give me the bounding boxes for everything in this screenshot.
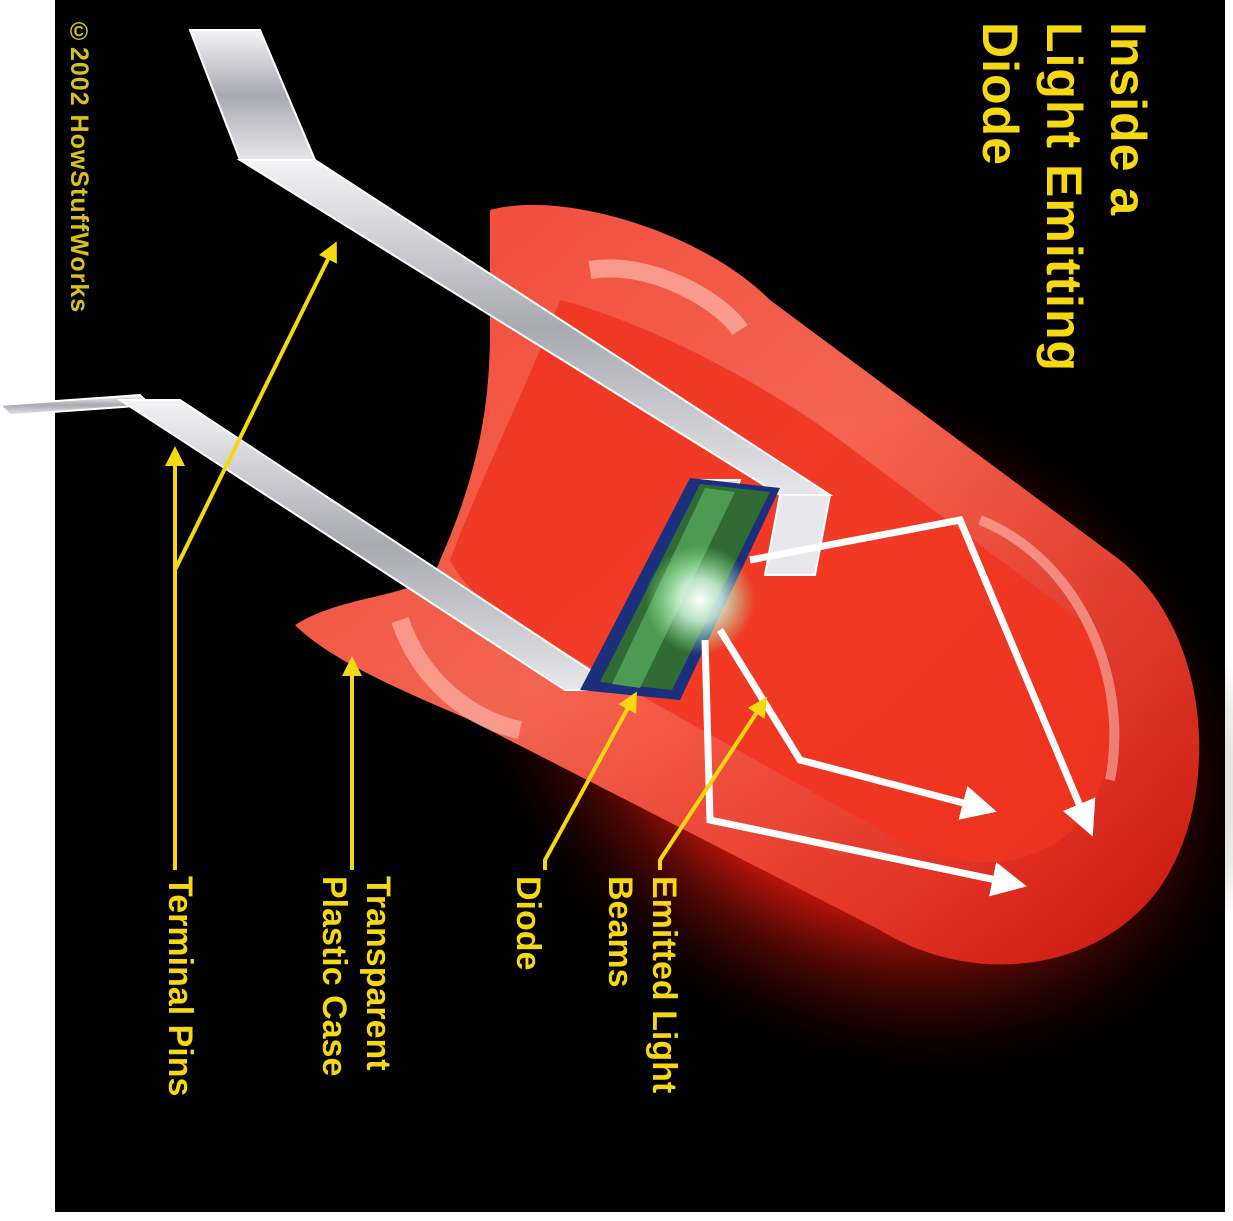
label-transparent-plastic-case: Transparent Plastic Case	[312, 876, 400, 1076]
diagram-title: Inside a Light Emitting Diode	[968, 22, 1160, 372]
label-terminal-pins: Terminal Pins	[158, 876, 202, 1096]
copyright-notice: ©2002 HowStuffWorks	[64, 18, 93, 313]
label-diode: Diode	[506, 876, 550, 970]
label-emitted-light-beams: Emitted Light Beams	[598, 876, 686, 1093]
